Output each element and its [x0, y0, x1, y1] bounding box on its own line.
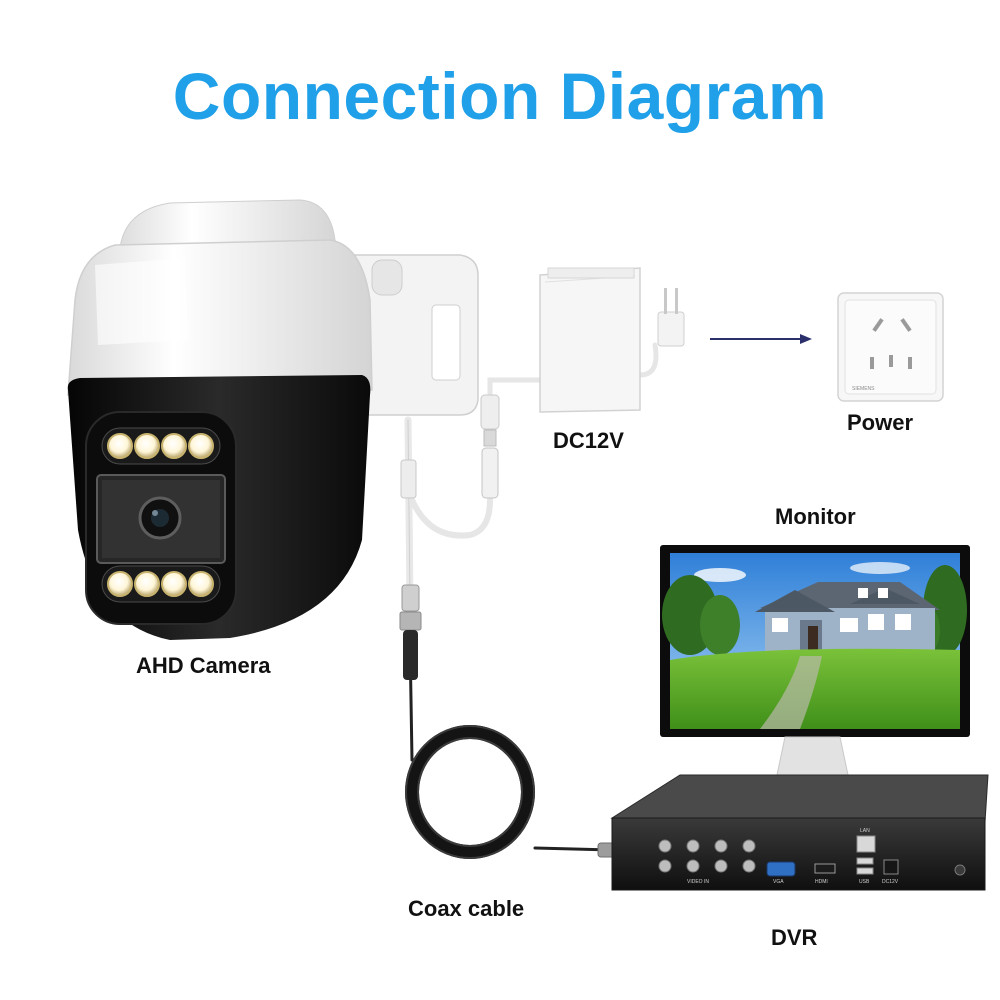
dvr-usb-label: USB — [859, 879, 870, 885]
dvr-dc-label: DC12V — [882, 879, 899, 885]
monitor-screen — [662, 553, 967, 729]
dvr: VIDEO IN VGA HDMI LAN USB DC12V — [610, 774, 989, 891]
dvr-lan-port — [856, 835, 876, 853]
dvr-vga-label: VGA — [773, 879, 784, 885]
dvr-lan-label: LAN — [860, 828, 870, 834]
dvr-hdmi-label: HDMI — [815, 879, 828, 885]
diagram-title: Connection Diagram — [172, 59, 828, 133]
power-arrow — [710, 334, 812, 344]
dc-jack — [480, 394, 500, 499]
ahd-camera — [67, 199, 479, 640]
dc-lead — [409, 497, 493, 539]
dvr-ground-screw — [954, 864, 966, 876]
led-array-top — [101, 427, 221, 465]
bnc-connector — [399, 584, 422, 680]
monitor-stand — [776, 736, 849, 776]
monitor — [660, 545, 970, 776]
outlet-brand: SIEMENS — [852, 386, 875, 392]
wall-outlet: SIEMENS — [837, 292, 944, 402]
dvr-hdmi-port — [814, 863, 836, 874]
coax-coil — [405, 725, 535, 859]
monitor-label: Monitor — [775, 504, 856, 529]
led-array-bottom — [101, 565, 221, 603]
camera-label: AHD Camera — [136, 653, 271, 678]
dvr-usb-port-2 — [856, 867, 874, 875]
adapter-label: DC12V — [553, 428, 624, 453]
power-adapter — [539, 267, 685, 413]
dvr-label: DVR — [771, 925, 818, 950]
dvr-dc-port — [883, 859, 899, 875]
adapter-cable — [487, 377, 548, 403]
camera-cable-boot — [400, 459, 417, 499]
power-label: Power — [847, 410, 914, 435]
dvr-video-in-label: VIDEO IN — [687, 879, 709, 885]
dvr-usb-port-1 — [856, 857, 874, 865]
dvr-vga-port — [766, 861, 796, 877]
coax-cable-label: Coax cable — [408, 896, 525, 921]
dvr-video-inputs — [658, 839, 756, 873]
